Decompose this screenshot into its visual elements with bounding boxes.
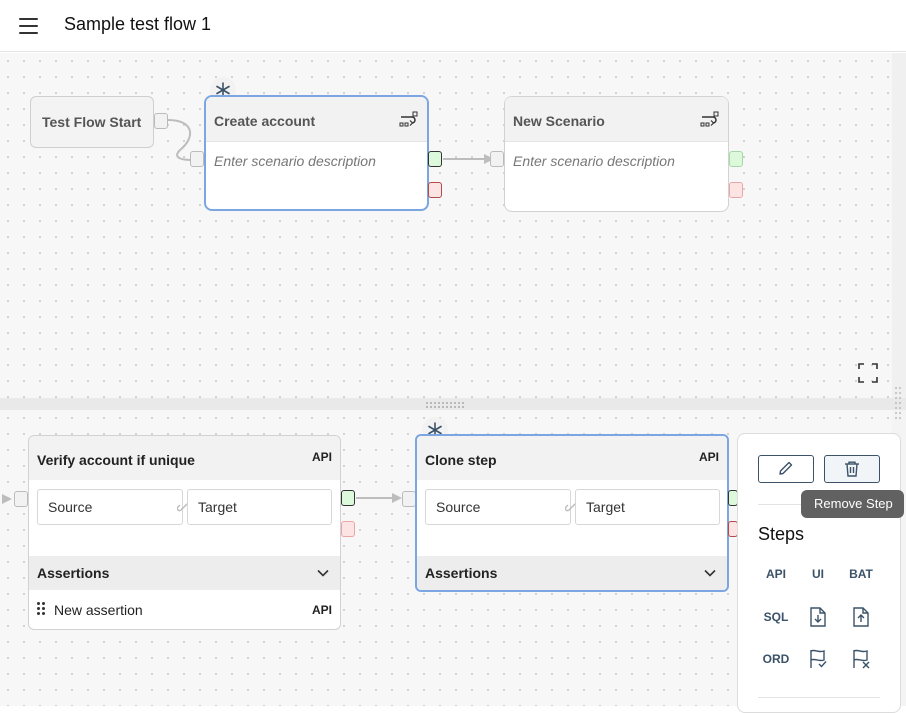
scenario-success-port[interactable] <box>428 151 442 167</box>
assertion-item[interactable]: New assertion API <box>29 591 340 629</box>
scenario-header: New Scenario <box>505 97 728 142</box>
chevron-down-icon[interactable] <box>703 566 717 580</box>
vertical-drag-handle-icon[interactable] <box>895 385 903 425</box>
drag-handle-icon[interactable] <box>425 402 465 408</box>
top-bar: Sample test flow 1 <box>0 0 906 52</box>
tool-file-export[interactable] <box>844 603 878 631</box>
source-field[interactable]: Source <box>37 489 183 525</box>
test-flow-start-node[interactable]: Test Flow Start <box>30 96 154 148</box>
connector-incoming <box>2 494 12 504</box>
assertions-header[interactable]: Assertions <box>417 556 727 590</box>
step-error-port[interactable] <box>341 521 355 537</box>
fullscreen-icon[interactable] <box>858 363 878 383</box>
assertions-header[interactable]: Assertions <box>29 556 340 590</box>
remove-step-tooltip: Remove Step <box>801 490 904 518</box>
canvas-scrollbar[interactable] <box>892 53 906 398</box>
flag-check-icon <box>810 649 827 668</box>
step-input-port[interactable] <box>402 491 416 507</box>
assertion-label: New assertion <box>54 602 143 618</box>
step-type-badge: API <box>698 450 719 464</box>
step-header: Verify account if unique API <box>29 436 340 480</box>
scenario-name: New Scenario <box>513 113 605 129</box>
assertion-type-badge: API <box>311 603 332 617</box>
step-type-badge: API <box>311 450 332 464</box>
assertions-label: Assertions <box>37 565 110 581</box>
source-field[interactable]: Source <box>425 489 571 525</box>
panel-divider <box>758 697 880 698</box>
target-field[interactable]: Target <box>187 489 332 525</box>
tool-bat-label: BAT <box>849 567 873 581</box>
step-node-clone-step[interactable]: Clone step API Source Target Assertions <box>415 434 729 592</box>
step-tools-panel: Steps API UI BAT SQL ORD <box>737 433 901 713</box>
scenario-node-new-scenario[interactable]: New Scenario Enter scenario description <box>504 96 729 212</box>
drag-handle-icon[interactable] <box>37 602 45 616</box>
step-name: Verify account if unique <box>37 452 195 468</box>
scenario-input-port[interactable] <box>190 151 204 167</box>
scenario-success-port[interactable] <box>729 151 743 167</box>
chevron-down-icon[interactable] <box>316 566 330 580</box>
panel-resize-divider[interactable] <box>0 398 906 410</box>
tool-sql-label: SQL <box>763 610 789 624</box>
scenario-error-port[interactable] <box>428 182 442 198</box>
step-header: Clone step API <box>417 436 727 480</box>
page-title: Sample test flow 1 <box>64 14 212 34</box>
flag-x-icon <box>853 649 870 669</box>
scenario-node-create-account[interactable]: Create account Enter scenario descriptio… <box>204 95 429 211</box>
file-export-icon <box>853 607 869 627</box>
trash-icon <box>845 461 859 477</box>
tool-ord-label: ORD <box>762 652 790 666</box>
edit-icon <box>779 461 793 475</box>
tool-file-import[interactable] <box>801 603 835 631</box>
assertions-label: Assertions <box>425 565 498 581</box>
step-node-verify-account[interactable]: Verify account if unique API Source Targ… <box>28 435 341 630</box>
tool-api-label: API <box>765 567 786 581</box>
hamburger-menu-icon[interactable] <box>18 16 40 36</box>
step-success-port[interactable] <box>341 490 355 506</box>
scenario-name: Create account <box>214 113 316 129</box>
step-input-port[interactable] <box>14 491 28 507</box>
tool-sql[interactable]: SQL <box>759 603 793 631</box>
step-name: Clone step <box>425 452 497 468</box>
scenario-header: Create account <box>206 97 427 142</box>
steps-title: Steps <box>758 524 805 544</box>
connector-steps <box>356 493 402 503</box>
scenario-flow-icon[interactable] <box>700 111 720 127</box>
file-import-icon <box>810 607 826 627</box>
tool-ui-label: UI <box>812 567 824 581</box>
tool-ord[interactable]: ORD <box>759 645 793 673</box>
scenario-description-input[interactable]: Enter scenario description <box>513 153 675 169</box>
start-node-label: Test Flow Start <box>42 114 142 130</box>
edit-step-button[interactable] <box>758 455 814 483</box>
tool-ui[interactable]: UI <box>801 560 835 588</box>
tool-flag-x[interactable] <box>844 645 878 673</box>
scenario-flow-icon[interactable] <box>399 111 419 127</box>
start-output-port[interactable] <box>154 113 168 129</box>
scenario-error-port[interactable] <box>729 182 743 198</box>
scenario-input-port[interactable] <box>490 151 504 167</box>
scenario-description-input[interactable]: Enter scenario description <box>214 153 376 169</box>
connector-start <box>167 119 193 161</box>
remove-step-button[interactable] <box>824 455 880 483</box>
tool-flag-check[interactable] <box>801 645 835 673</box>
connector-scenarios <box>443 154 494 164</box>
tool-api[interactable]: API <box>759 560 793 588</box>
target-field[interactable]: Target <box>575 489 720 525</box>
tool-bat[interactable]: BAT <box>844 560 878 588</box>
